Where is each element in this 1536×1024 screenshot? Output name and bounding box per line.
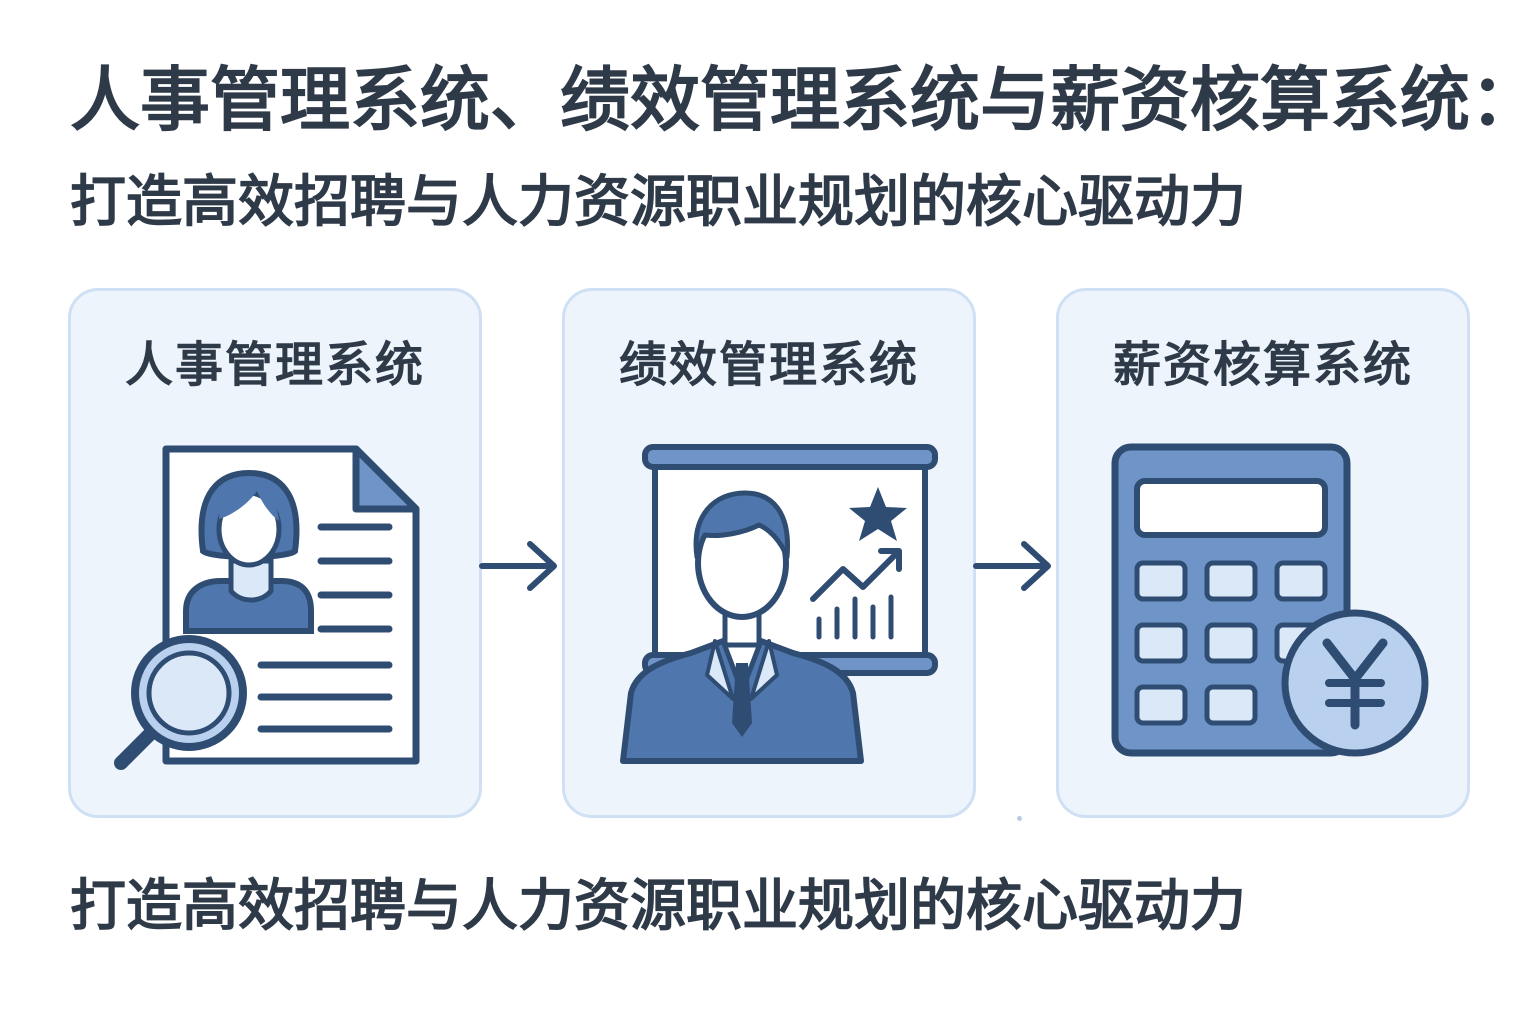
calculator-yuan-icon [1111,443,1429,757]
hr-system-title: 人事管理系统 [124,337,425,393]
performance-system-title: 绩效管理系统 [618,337,919,393]
page-title: 人事管理系统、绩效管理系统与薪资核算系统： [70,59,1536,141]
performance-system-card: 绩效管理系统 [562,288,976,818]
resume-search-icon [114,445,420,770]
payroll-system-title: 薪资核算系统 [1112,337,1413,393]
payroll-system-card: 薪资核算系统 [1056,288,1470,818]
flow-arrow-icon [479,541,557,591]
performance-board-icon [620,444,938,764]
footer-slogan: 打造高效招聘与人力资源职业规划的核心驱动力 [70,874,1246,939]
hr-system-card: 人事管理系统 [68,288,482,818]
flow-arrow-icon [973,541,1051,591]
decorative-dot [1017,816,1022,821]
page-subtitle: 打造高效招聘与人力资源职业规划的核心驱动力 [70,170,1246,235]
